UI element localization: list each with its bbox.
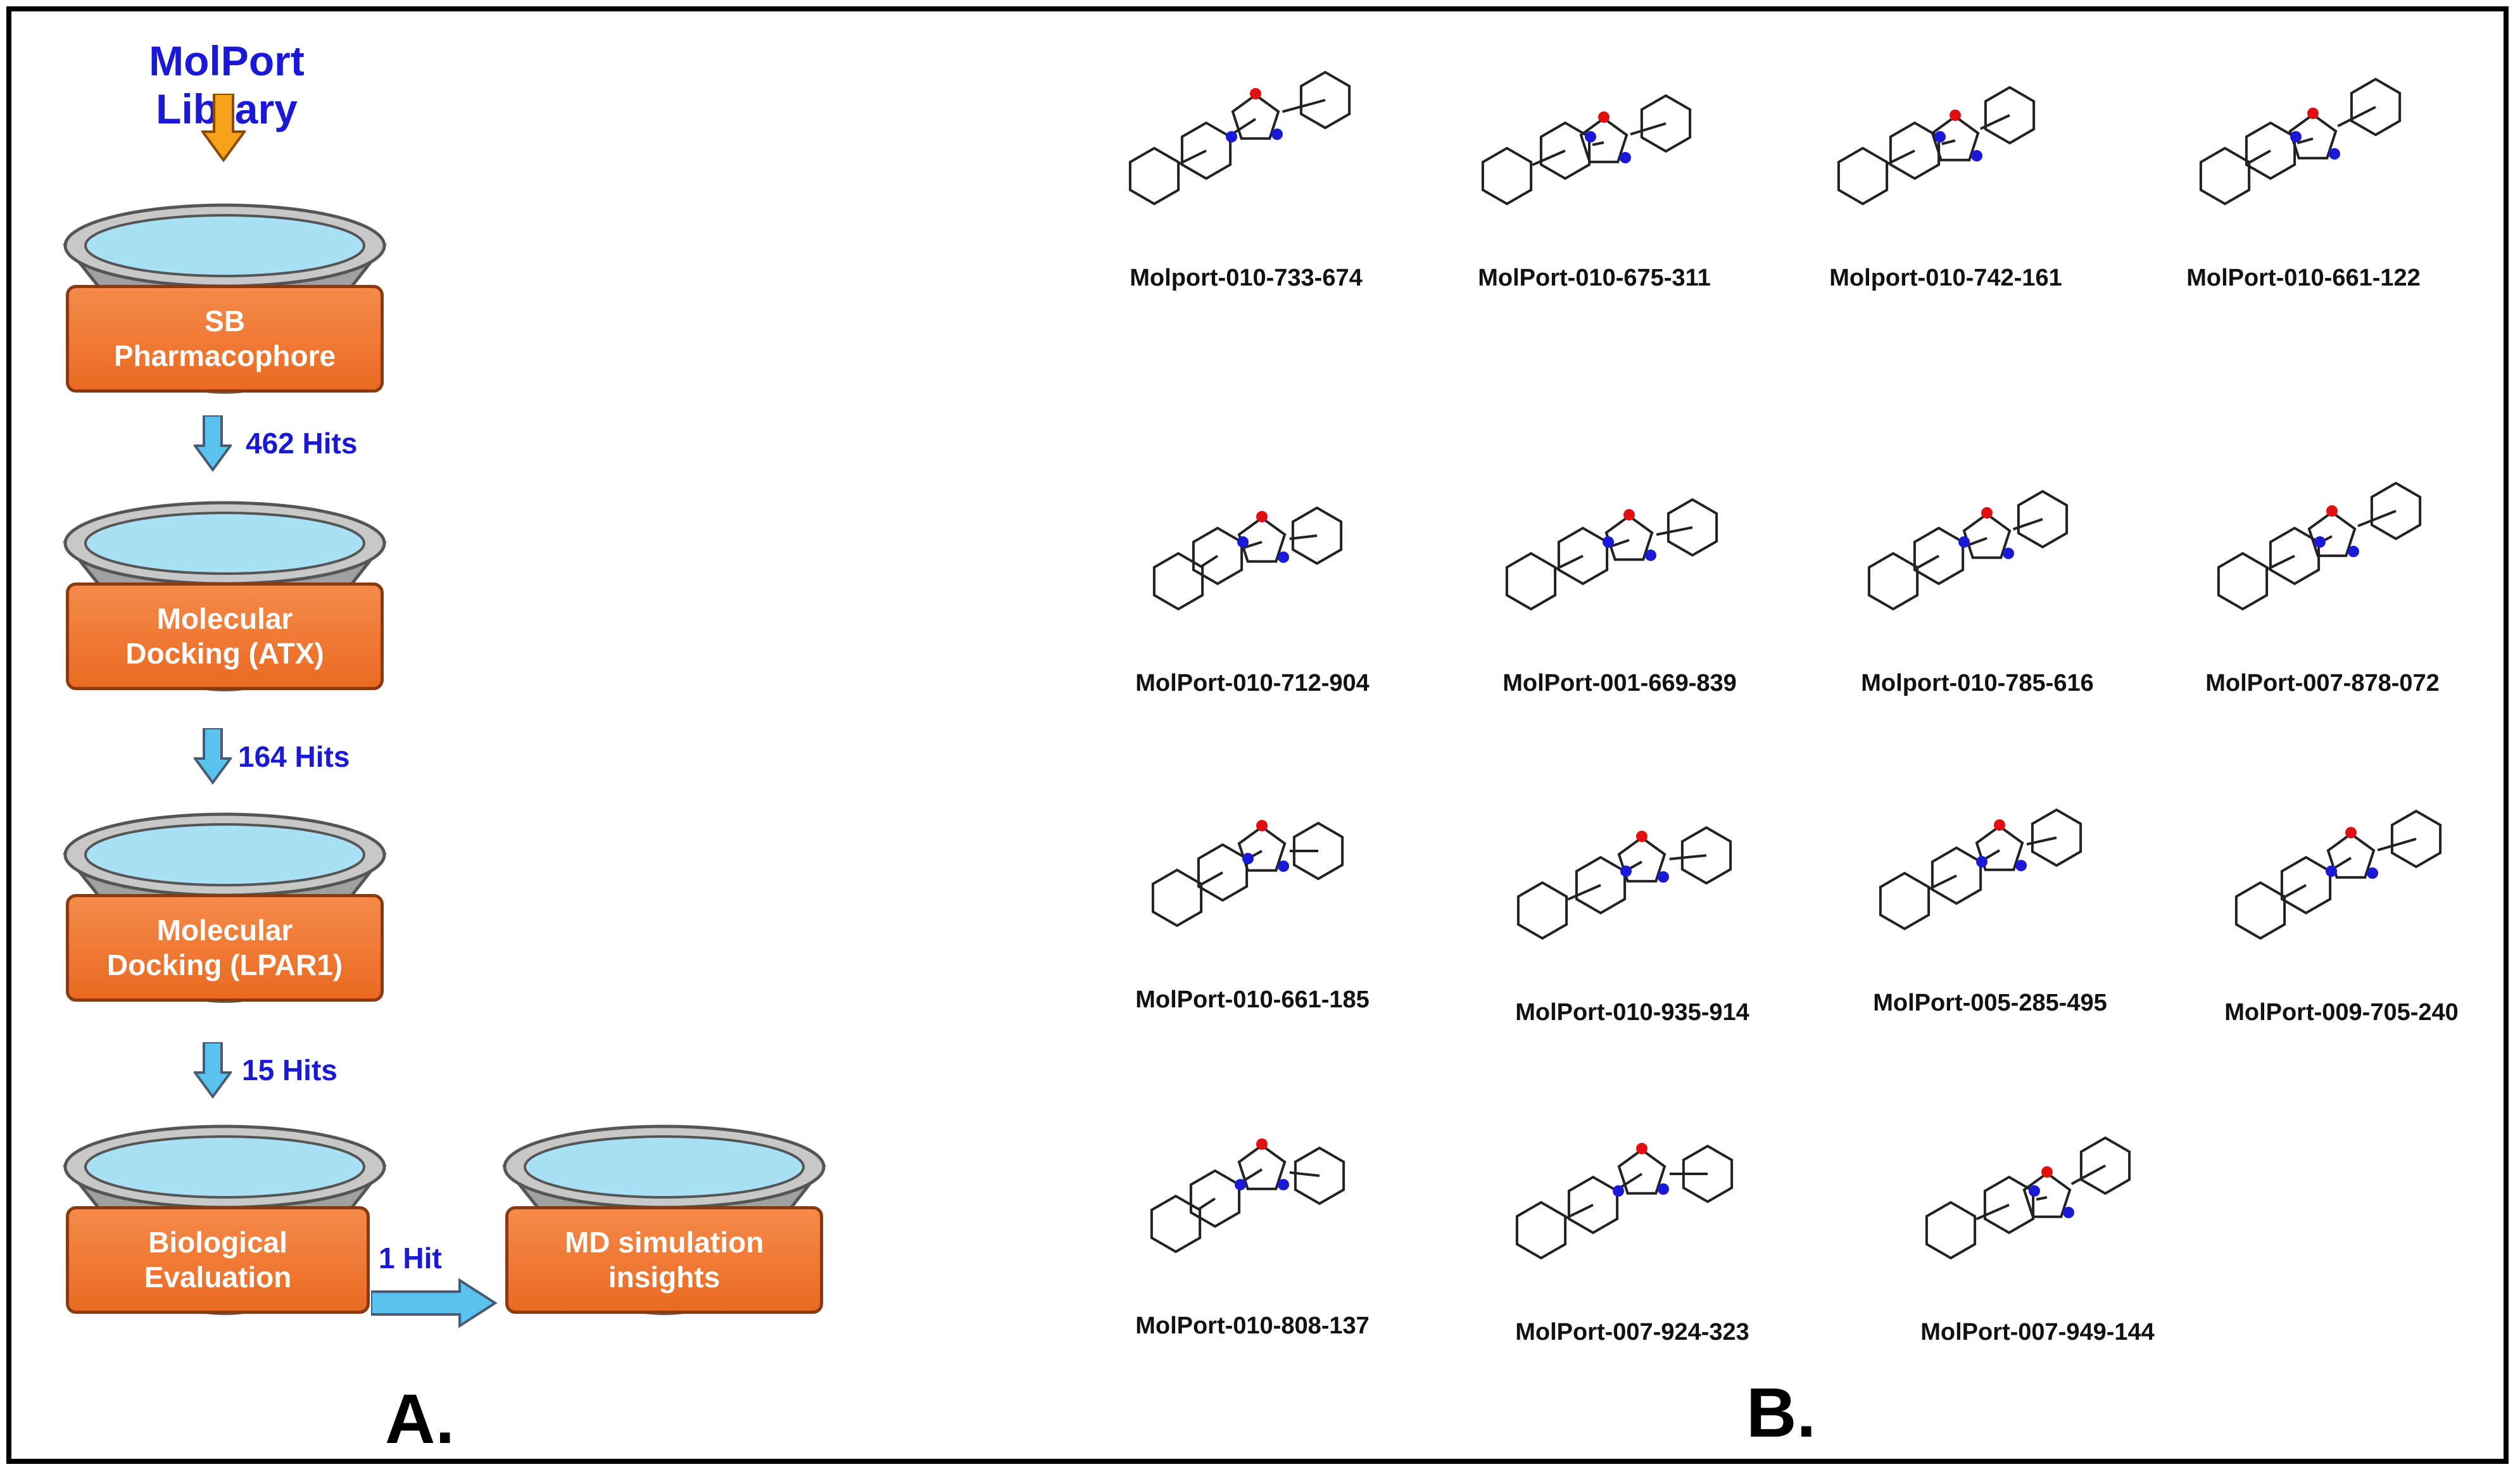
molecule-structure bbox=[1484, 790, 1781, 980]
down-arrow-icon bbox=[201, 94, 246, 163]
molecule-structure bbox=[1484, 1110, 1781, 1300]
compound-id-label: MolPort-007-924-323 bbox=[1515, 1319, 1749, 1345]
compound-id-label: Molport-010-733-674 bbox=[1130, 265, 1363, 291]
compound-id-label: MolPort-010-808-137 bbox=[1135, 1313, 1370, 1339]
compound-id-label: Molport-010-785-616 bbox=[1861, 670, 2094, 696]
hits-1-label: 1 Hit bbox=[379, 1242, 442, 1275]
down-arrow-icon bbox=[194, 415, 232, 472]
molecule-structure bbox=[1841, 781, 2139, 971]
molecule-structure bbox=[1889, 1110, 2186, 1300]
compound-id-label: MolPort-001-669-839 bbox=[1503, 670, 1737, 696]
molecule-structure bbox=[1097, 56, 1395, 246]
molecule-structure bbox=[1446, 56, 1743, 246]
compound-id-label: MolPort-009-705-240 bbox=[2224, 999, 2459, 1026]
compound-id-label: MolPort-010-675-311 bbox=[1478, 265, 1711, 291]
panel-letter-a: A. bbox=[385, 1380, 455, 1458]
right-arrow-icon bbox=[371, 1278, 498, 1328]
molecule-structure bbox=[1104, 1104, 1401, 1294]
panel-letter-b: B. bbox=[1746, 1374, 1816, 1452]
hits-15-label: 15 Hits bbox=[242, 1054, 337, 1087]
molecule-structure bbox=[1104, 461, 1401, 651]
compound-id-label: MolPort-010-661-122 bbox=[2186, 265, 2421, 291]
molecule-structure bbox=[2174, 461, 2471, 651]
compound-id-label: MolPort-010-935-914 bbox=[1515, 999, 1749, 1026]
down-arrow-icon bbox=[194, 1042, 232, 1099]
molecule-structure bbox=[1104, 778, 1401, 967]
compound-id-label: Molport-010-742-161 bbox=[1829, 265, 2062, 291]
molecule-structure bbox=[1829, 461, 2126, 651]
molecule-structure bbox=[2155, 56, 2452, 246]
compound-id-label: MolPort-010-661-185 bbox=[1135, 986, 1370, 1013]
compound-id-label: MolPort-010-712-904 bbox=[1135, 670, 1370, 696]
compound-id-label: MolPort-007-878-072 bbox=[2205, 670, 2440, 696]
hits-462-label: 462 Hits bbox=[246, 427, 358, 460]
molecule-structure bbox=[2193, 790, 2490, 980]
molecule-structure bbox=[1797, 56, 2095, 246]
compound-id-label: MolPort-007-949-144 bbox=[1920, 1319, 2155, 1345]
molecule-structure bbox=[1471, 461, 1768, 651]
hits-164-label: 164 Hits bbox=[238, 740, 350, 773]
down-arrow-icon bbox=[194, 728, 232, 785]
compound-id-label: MolPort-005-285-495 bbox=[1873, 990, 2107, 1016]
